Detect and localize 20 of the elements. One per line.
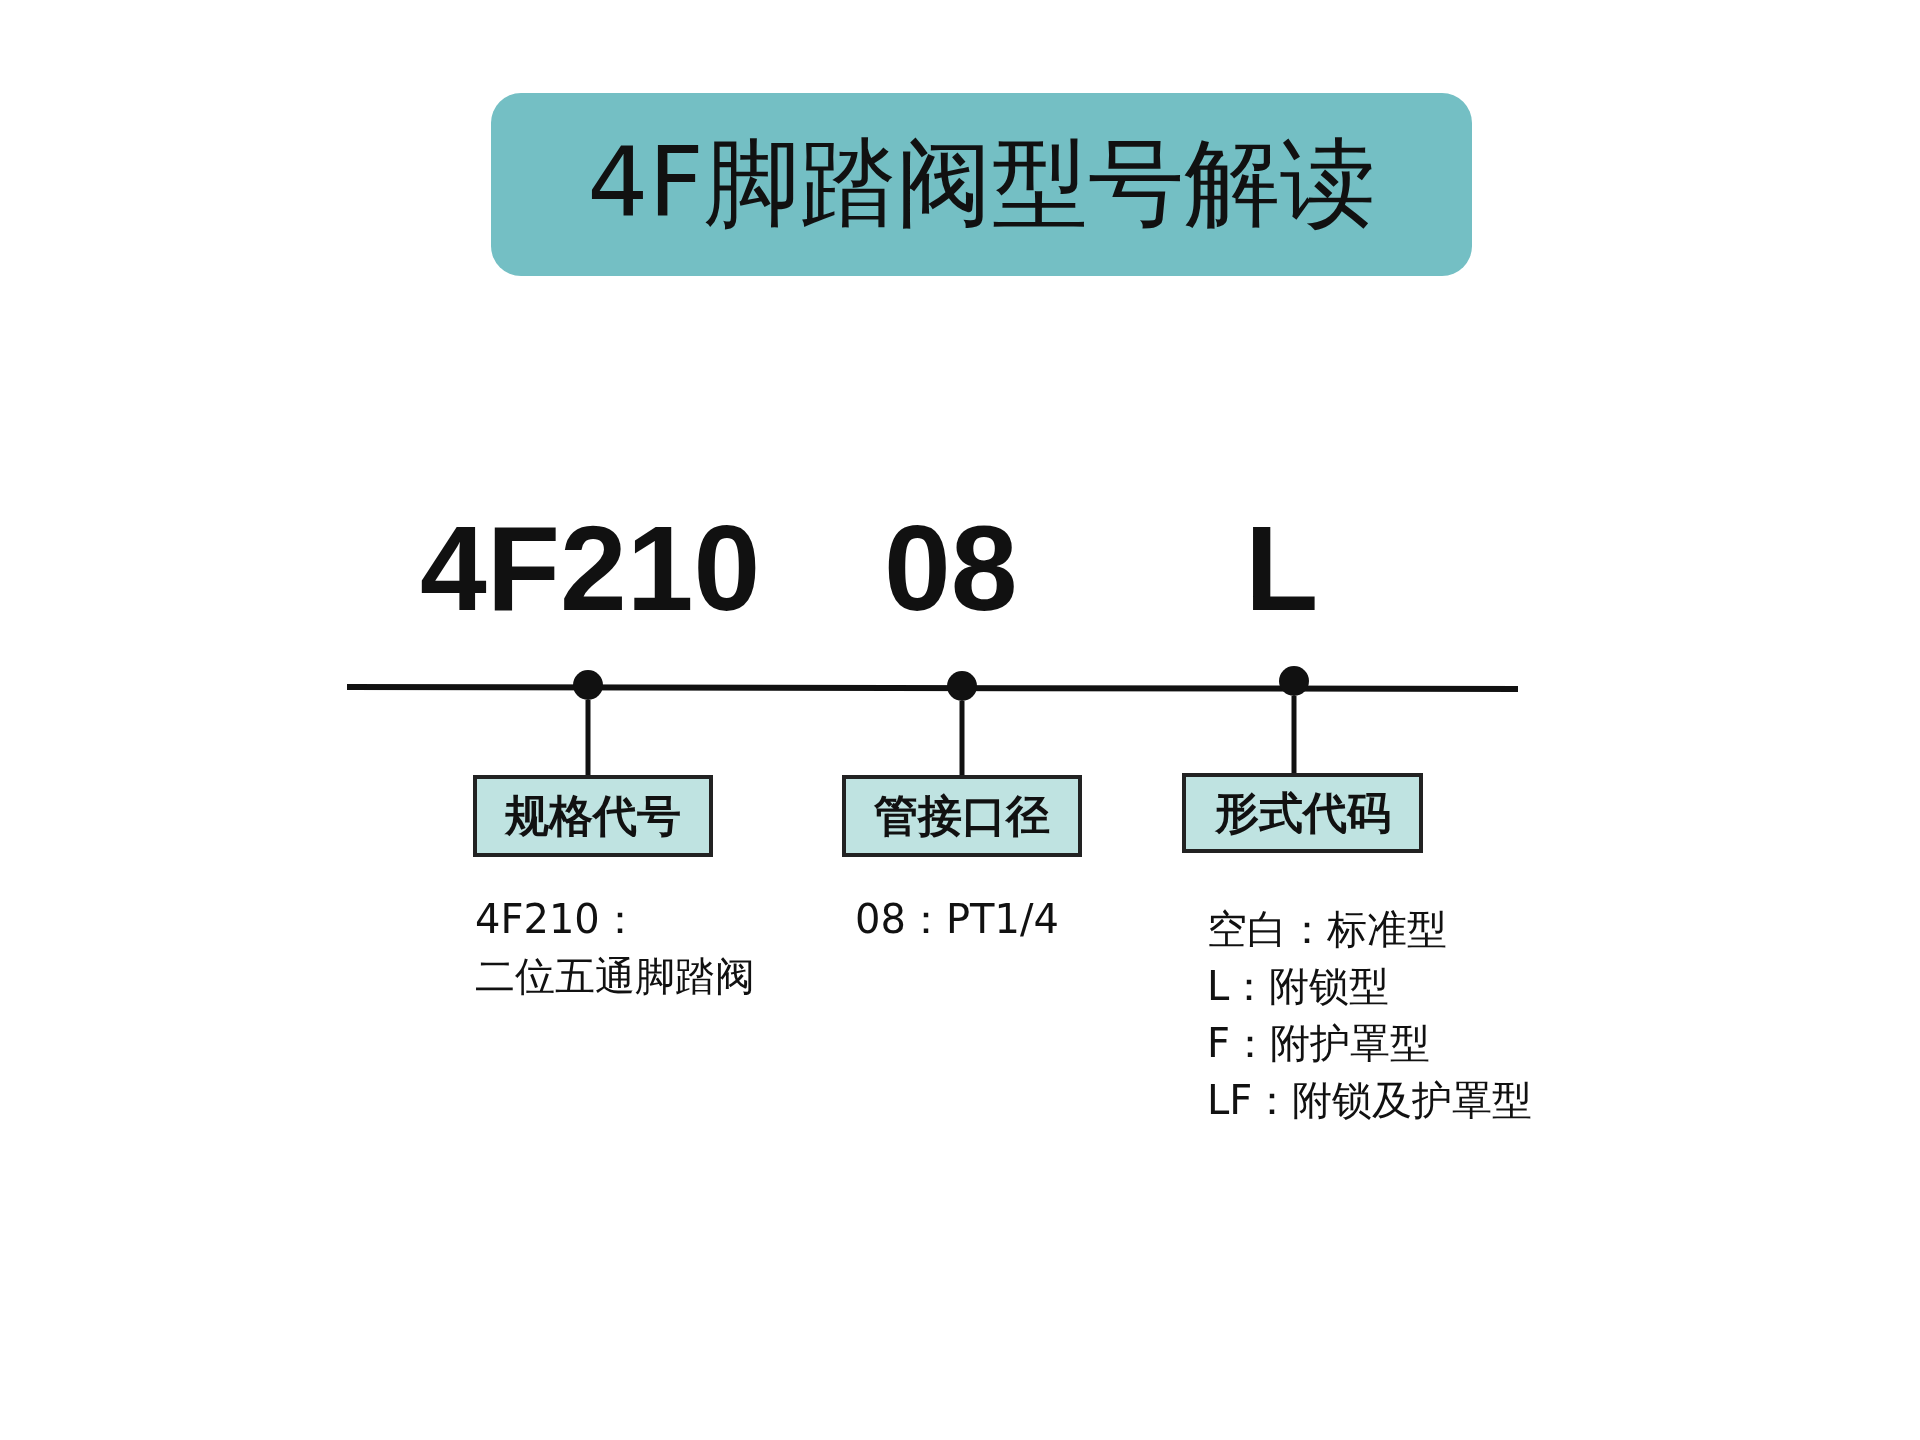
description-text: 08：PT1/4 — [855, 895, 1059, 944]
junction-dot — [1279, 666, 1309, 696]
field-label-box: 规格代号 — [473, 775, 713, 857]
junction-dot — [573, 670, 603, 700]
connector-line — [959, 701, 965, 775]
description-text: LF：附锁及护罩型 — [1207, 1076, 1533, 1125]
field-label-box: 形式代码 — [1182, 773, 1423, 853]
title-banner: 4F脚踏阀型号解读 — [491, 93, 1472, 276]
description-text: F：附护罩型 — [1207, 1019, 1431, 1068]
connector-line — [1291, 696, 1297, 773]
model-code: L — [1245, 508, 1319, 628]
description-text: 空白：标准型 — [1207, 905, 1448, 954]
model-code: 08 — [884, 508, 1018, 628]
field-label-box: 管接口径 — [842, 775, 1082, 857]
junction-dot — [947, 671, 977, 701]
description-text: 4F210： — [475, 895, 641, 944]
model-code: 4F210 — [420, 508, 761, 628]
connector-line — [585, 700, 591, 775]
description-text: 二位五通脚踏阀 — [475, 952, 755, 1001]
description-text: L：附锁型 — [1207, 962, 1391, 1011]
